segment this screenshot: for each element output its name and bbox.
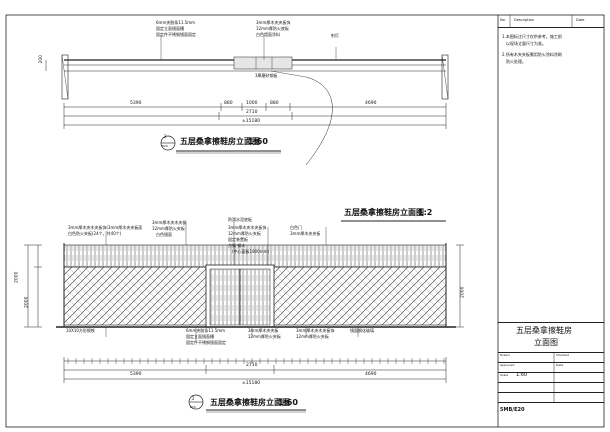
tb-title-line: [498, 322, 604, 323]
note-bot-8: 12mm厚防火夹板: [228, 231, 261, 236]
note-top-1: 6mm夹胶条11.5mm: [156, 20, 196, 25]
tb-sheet-no: 5MB/E20: [500, 407, 525, 413]
note-top-8: 3厚磨砂钢板: [255, 73, 278, 78]
note-bot-11: 白色门: [290, 225, 302, 230]
elevation-bottom: [24, 220, 464, 413]
dim-bot-1: 2710: [246, 363, 258, 368]
elevation-top: [45, 35, 449, 165]
note-low-2: 6mm夹胶条11.5mm: [186, 328, 226, 333]
dim-top-6: 2710: [246, 110, 258, 115]
detail-title: 五层桑拿擦鞋房立面图: [344, 208, 424, 217]
height-mark-top: 200: [39, 54, 45, 64]
dim-top-5: 4690: [365, 101, 377, 106]
note-top-6: 白色墙面涂料: [256, 32, 280, 37]
section-bot-num: 2: [192, 396, 195, 401]
height-left-1: 2000: [14, 271, 20, 283]
tb-row-4: [498, 382, 604, 383]
tb-label-drawn: Drawn: [500, 353, 510, 357]
scale-bottom: 1:60: [278, 398, 298, 407]
dim-top-1: 5390: [130, 101, 142, 106]
note-bot-4: 12mm厚防火夹板: [152, 226, 185, 231]
note-top-2: 固定立面镜面槽: [156, 26, 184, 31]
dim-bot-total: ±15180: [242, 381, 261, 386]
note-low-6: 12mm厚防火夹板: [248, 334, 281, 339]
scale-top: 1:60: [248, 137, 268, 146]
tb-label-approved: Approved: [500, 363, 515, 367]
tb-header-date: Date: [576, 18, 585, 22]
section-top-ref: E20: [162, 144, 168, 148]
section-top-num: 2: [164, 134, 167, 139]
note-low-9: 镜面钢化玻璃: [350, 328, 374, 333]
tb-label-date: Date: [556, 363, 564, 367]
dim-bot-2: 5390: [130, 372, 142, 377]
note-top-4: 3mm厚木夹夹板饰: [256, 20, 291, 25]
tb-note-4: 防火处理。: [506, 59, 526, 64]
tb-row-2: [498, 362, 604, 363]
note-bot-7: 3mm厚木夹木夹板饰: [228, 225, 267, 230]
note-bot-9: 固定装置板: [228, 237, 248, 242]
note-low-8: 12mm厚防火夹板: [296, 334, 329, 339]
note-low-5: 3mm厚木夹夹板: [248, 328, 279, 333]
tb-note-3: 2.所有木夹夹板需用防火涂料涂刷: [502, 52, 562, 57]
tb-header-no: No.: [500, 18, 506, 22]
detail-scale: 1:2: [418, 208, 433, 217]
tb-drawing-title: 五层桑拿擦鞋房: [516, 326, 572, 335]
note-low-4: 固定件不锈钢镜面固定: [186, 340, 226, 345]
tb-header-desc: Description: [514, 18, 534, 22]
height-right: 2000: [460, 286, 466, 298]
title-top: 五层桑拿擦鞋房立面图: [180, 137, 260, 146]
tb-note-2: 以现场丈量尺寸为准。: [506, 41, 546, 46]
note-bot-5: 白色镜面: [156, 232, 172, 237]
tb-note-1: 1.本图标注尺寸仅供参考。施工前: [502, 34, 562, 39]
dim-top-4: 880: [270, 101, 279, 106]
note-bot-6: 防滑水泥底板: [228, 217, 252, 222]
note-top-3: 固定件不锈钢镜面固定: [156, 32, 196, 37]
note-low-1: 10X10方形钢铁: [66, 328, 95, 333]
dim-top-3: 1000: [246, 101, 258, 106]
note-bot-2: 白色防火夹板(24个，共40个): [68, 231, 122, 236]
dim-bot-3: 4690: [365, 372, 377, 377]
section-bot-ref: E20: [190, 405, 196, 409]
tb-label-scale: Scale: [500, 373, 509, 377]
title-block-grid: [509, 15, 573, 402]
height-left-2: 2000: [24, 296, 30, 308]
tb-row-1: [498, 352, 604, 353]
note-top-5: 12mm厚防火底板: [256, 26, 289, 31]
title-bottom: 五层桑拿擦鞋房立面图: [210, 398, 290, 407]
note-bot-3: 3mm厚木夹木夹板: [152, 220, 187, 225]
note-bot-12: 3mm厚木夹夹板: [290, 231, 321, 236]
note-bot-1: 3mm厚木夹木夹板饰(3mm厚木夹夹板面: [68, 225, 143, 230]
tb-drawing-subtitle: 立面图: [534, 338, 558, 347]
tb-row-6: [498, 402, 604, 403]
tb-header-line: [498, 27, 604, 28]
tb-label-checked: Checked: [556, 353, 569, 357]
dim-top-total: ±15180: [242, 119, 261, 124]
tb-row-5: [498, 392, 604, 393]
tb-row-3: [498, 372, 604, 373]
note-bot-13: (中心面板1800mm): [232, 249, 270, 254]
tb-scale: 1:60: [516, 372, 528, 378]
note-low-7: 3mm厚木夹木夹板饰: [296, 328, 335, 333]
dim-top-2: 880: [224, 101, 233, 106]
note-low-3: 固定立面镜面槽: [186, 334, 214, 339]
note-bot-10: 方钢 钢木: [228, 243, 246, 248]
note-top-7: 射灯: [331, 33, 339, 38]
